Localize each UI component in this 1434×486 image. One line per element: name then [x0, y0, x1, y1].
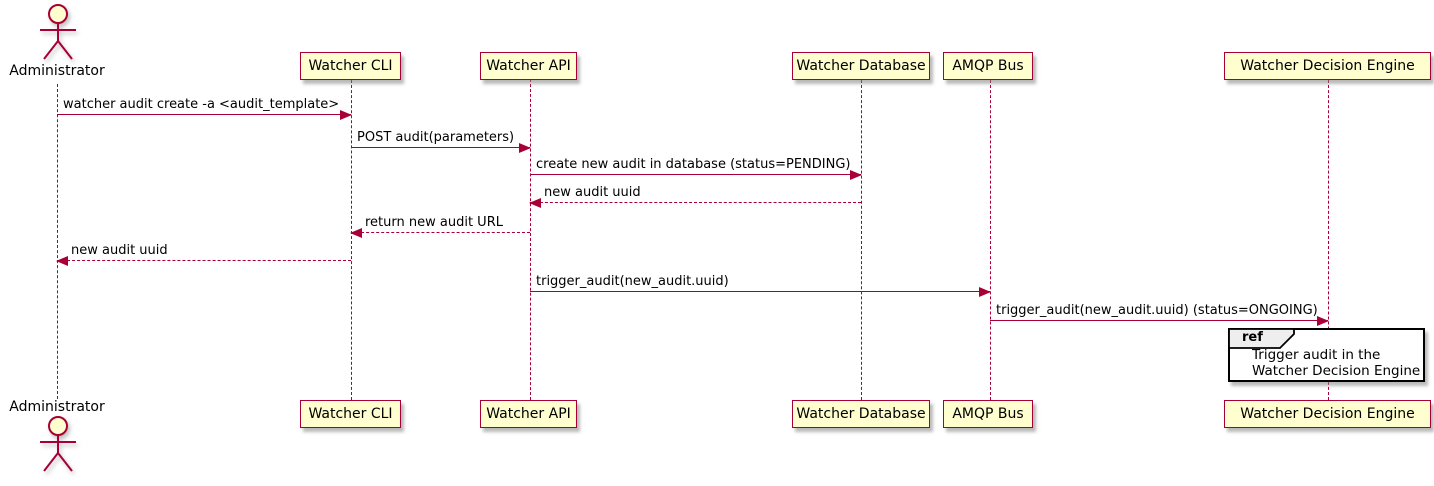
ref-text: Trigger audit in the Watcher Decision En… [1252, 347, 1420, 379]
arrowhead-right-icon [850, 170, 862, 180]
arrowhead-left-icon [350, 228, 362, 238]
message-trigger-audit: trigger_audit(new_audit.uuid) [530, 272, 991, 297]
lifeline-watcher-cli [351, 80, 352, 400]
message-line [990, 320, 1328, 321]
message-label: watcher audit create -a <audit_template> [63, 97, 340, 112]
lifeline-watcher-api [530, 79, 531, 400]
message-audit-create: watcher audit create -a <audit_template> [57, 95, 352, 120]
message-label: trigger_audit(new_audit.uuid) [536, 274, 729, 289]
message-create-audit-db: create new audit in database (status=PEN… [530, 155, 862, 180]
message-label: new audit uuid [544, 185, 641, 200]
message-label: create new audit in database (status=PEN… [536, 157, 851, 172]
message-line [57, 260, 351, 261]
message-line [57, 114, 351, 115]
participant-watcher-database-bottom: Watcher Database [792, 400, 930, 428]
message-trigger-audit-ongoing: trigger_audit(new_audit.uuid) (status=ON… [990, 301, 1329, 326]
participant-watcher-database-top: Watcher Database [792, 52, 930, 80]
ref-fragment: ref Trigger audit in the Watcher Decisio… [1228, 328, 1425, 382]
arrowhead-right-icon [340, 110, 352, 120]
message-line [530, 202, 861, 203]
lifeline-administrator [57, 84, 58, 399]
ref-text-line: Trigger audit in the [1252, 347, 1381, 363]
participant-watcher-cli-bottom: Watcher CLI [300, 400, 401, 428]
actor-icon [40, 4, 76, 60]
arrowhead-right-icon [1317, 316, 1329, 326]
lifeline-watcher-decision-engine [1328, 80, 1329, 400]
message-label: trigger_audit(new_audit.uuid) (status=ON… [996, 303, 1318, 318]
participant-watcher-decision-engine-bottom: Watcher Decision Engine [1224, 400, 1431, 428]
actor-label-top: Administrator [9, 63, 105, 79]
participant-watcher-api-bottom: Watcher API [480, 400, 577, 428]
arrowhead-right-icon [979, 287, 991, 297]
ref-text-line: Watcher Decision Engine [1252, 363, 1421, 379]
lifeline-amqp-bus [990, 80, 991, 400]
message-new-audit-uuid-db: new audit uuid [529, 183, 861, 208]
message-line [351, 147, 530, 148]
ref-tab-shape [1228, 328, 1295, 349]
message-post-audit: POST audit(parameters) [351, 128, 531, 153]
participant-amqp-bus-top: AMQP Bus [943, 52, 1033, 80]
message-line [351, 232, 530, 233]
lifeline-watcher-database [861, 80, 862, 400]
message-new-audit-uuid-admin: new audit uuid [56, 241, 351, 266]
arrowhead-left-icon [529, 198, 541, 208]
participant-watcher-cli-top: Watcher CLI [300, 52, 401, 80]
arrowhead-right-icon [519, 143, 531, 153]
arrowhead-left-icon [56, 256, 68, 266]
ref-keyword: ref [1242, 330, 1263, 345]
message-label: new audit uuid [71, 243, 168, 258]
participant-watcher-api-top: Watcher API [480, 52, 577, 80]
participant-watcher-decision-engine-top: Watcher Decision Engine [1224, 52, 1431, 80]
message-label: POST audit(parameters) [357, 130, 515, 145]
message-return-audit-url: return new audit URL [350, 213, 530, 238]
message-line [530, 174, 861, 175]
message-line [530, 291, 990, 292]
participant-amqp-bus-bottom: AMQP Bus [943, 400, 1033, 428]
actor-label-bottom: Administrator [9, 399, 105, 415]
message-label: return new audit URL [365, 215, 503, 230]
actor-icon [40, 416, 76, 472]
